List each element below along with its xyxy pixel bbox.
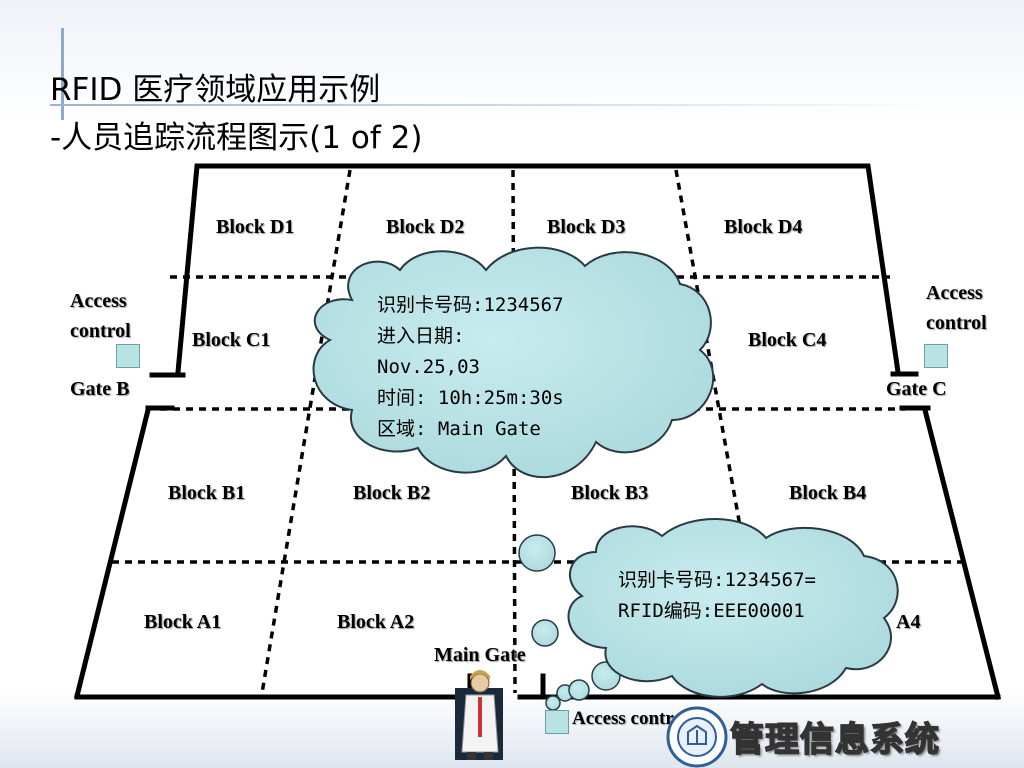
block-label-a4-partial: A4 — [896, 611, 921, 633]
entry-time: 时间: 10h:25m:30s — [377, 387, 564, 409]
block-label-c4: Block C4 — [748, 329, 827, 351]
gate-c-label: Gate C — [886, 378, 947, 400]
wall-bottom-right — [921, 406, 1002, 701]
id-mapping-text: 识别卡号码:1234567= RFID编码:EEE00001 — [618, 565, 816, 627]
gate-c-access-control: Access control — [926, 282, 987, 334]
slide-title-line2: -人员追踪流程图示(1 of 2) — [50, 120, 423, 156]
entry-date-label: 进入日期: — [377, 325, 465, 347]
entry-record-text: 识别卡号码:1234567 进入日期: Nov.25,03 时间: 10h:25… — [377, 290, 564, 445]
id-mapping-bubble — [567, 518, 899, 698]
bubble-tail — [518, 534, 621, 711]
block-label-b4: Block B4 — [789, 482, 867, 504]
block-label-d4: Block D4 — [724, 216, 803, 238]
block-label-c1: Block C1 — [192, 329, 271, 351]
block-label-b3: Block B3 — [571, 482, 649, 504]
university-seal-icon — [666, 706, 728, 768]
block-label-a2: Block A2 — [337, 611, 415, 633]
block-label-b2: Block B2 — [353, 482, 431, 504]
gate-b-reader — [116, 344, 140, 368]
wall-top-left — [175, 163, 901, 375]
title-accent-horizontal — [50, 104, 940, 106]
title-accent-vertical — [61, 28, 64, 120]
block-label-d3: Block D3 — [547, 216, 626, 238]
entry-area: 区域: Main Gate — [377, 418, 541, 440]
gate-b-access-control: Access control — [70, 290, 131, 342]
block-label-a1: Block A1 — [144, 611, 222, 633]
gate-b-label: Gate B — [70, 378, 130, 400]
main-gate-reader — [545, 710, 569, 734]
main-gate-label: Main Gate — [434, 644, 526, 666]
entry-date-value: Nov.25,03 — [377, 356, 480, 378]
grid-vertical-1 — [260, 169, 352, 694]
slide-title-line1: RFID 医疗领域应用示例 — [50, 72, 381, 108]
brand-text: 管理信息系统 — [729, 719, 940, 761]
outer-walls — [73, 163, 1002, 701]
block-label-d1: Block D1 — [216, 216, 295, 238]
entry-record-bubble — [312, 246, 715, 479]
block-label-b1: Block B1 — [168, 482, 246, 504]
doctor-figure-icon — [455, 670, 503, 760]
mapping-rfid-code: RFID编码:EEE00001 — [618, 600, 805, 622]
block-label-d2: Block D2 — [386, 216, 465, 238]
entry-card-number: 识别卡号码:1234567 — [377, 294, 564, 316]
wall-bottom-left — [73, 406, 152, 700]
gate-c-reader — [924, 344, 948, 368]
main-gate-access-control-label: Access control — [572, 708, 689, 729]
mapping-card-number: 识别卡号码:1234567= — [618, 569, 816, 591]
